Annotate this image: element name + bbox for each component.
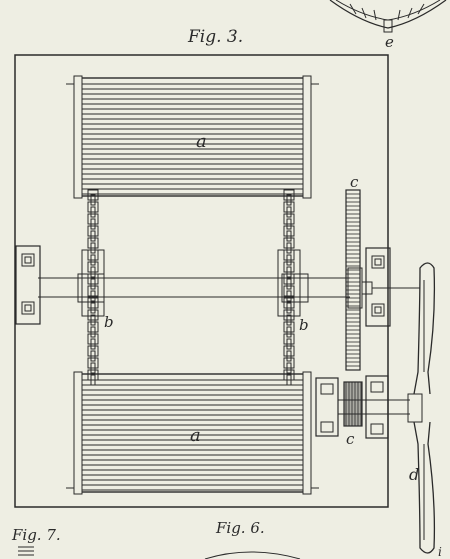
gear-small	[338, 381, 410, 427]
label-fig3-part: e	[385, 33, 394, 51]
frame	[14, 54, 389, 508]
chain-right	[277, 189, 301, 386]
bearing-lower-right	[365, 375, 389, 439]
roller-upper	[66, 75, 319, 199]
chain-left	[81, 189, 105, 386]
label-chain-right: b	[299, 316, 309, 334]
fig6-caption: Fig. 6.	[215, 519, 265, 537]
fig3-fragment	[329, 0, 447, 33]
fig7-caption: Fig. 7.	[11, 526, 61, 544]
propeller	[407, 262, 436, 554]
fig7-fragment	[18, 546, 301, 559]
main-shaft	[38, 267, 420, 309]
label-gear-top: c	[350, 173, 359, 191]
label-chain-left: b	[104, 313, 114, 331]
label-propeller-tip: i	[438, 545, 442, 559]
roller-lower	[66, 371, 319, 495]
bearing-lower-left	[315, 377, 339, 437]
label-gear-bottom: c	[346, 430, 355, 448]
gear-large	[345, 189, 361, 371]
bearing-left	[15, 245, 41, 325]
fig3-caption: Fig. 3.	[187, 27, 243, 47]
label-roller-lower: a	[190, 425, 201, 446]
label-propeller: d	[409, 465, 419, 484]
bearing-right	[365, 247, 391, 327]
label-roller-upper: a	[196, 131, 207, 152]
